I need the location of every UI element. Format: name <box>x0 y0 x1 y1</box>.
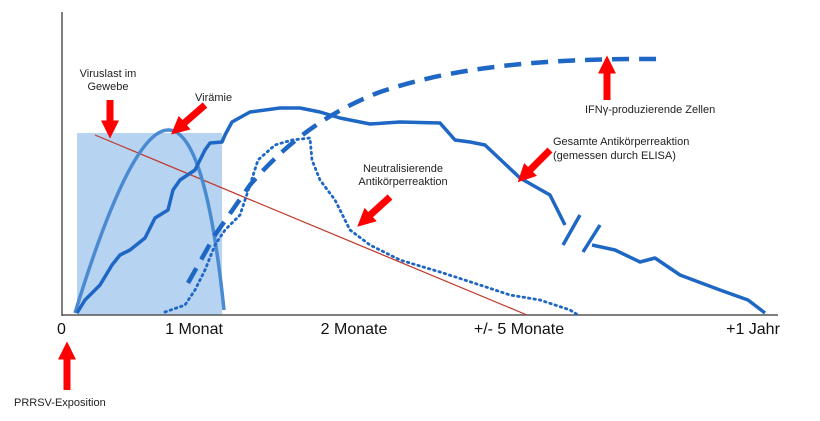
x-tick-label: 1 Monat <box>165 321 223 338</box>
total-antibody-label: Gesamte Antikörperreaktion <box>553 136 689 148</box>
axis-break-mark <box>561 214 582 246</box>
x-tick-label: 2 Monate <box>321 321 388 338</box>
viremia-arrow <box>171 102 208 135</box>
neutralizing-label: Neutralisierende <box>363 163 443 175</box>
total-antibody-label: (gemessen durch ELISA) <box>553 150 676 162</box>
viremia-curve <box>73 128 226 314</box>
viral-load-label: Gewebe <box>88 81 129 93</box>
ifn-producing-cells-curve <box>186 56 661 285</box>
x-tick-label: 0 <box>57 321 66 338</box>
axis-break-mark <box>581 224 602 253</box>
ifn-label: IFNγ-produzierende Zellen <box>585 104 715 116</box>
exposure-label: PRRSV-Exposition <box>14 397 106 409</box>
x-tick-label: +1 Jahr <box>726 321 780 338</box>
viremia-label: Virämie <box>195 92 232 104</box>
tissue-viral-load-trend-line <box>94 134 528 316</box>
viral-load-label: Viruslast im <box>80 68 137 80</box>
neutralizing-label: Antikörperreaktion <box>358 176 447 188</box>
total-antibody-arrow <box>517 147 553 183</box>
neutralizing-antibody-curve <box>163 136 580 317</box>
total-antibody-curve <box>75 106 767 315</box>
x-tick-label: +/- 5 Monate <box>474 321 564 338</box>
neutralizing-arrow <box>357 194 393 227</box>
